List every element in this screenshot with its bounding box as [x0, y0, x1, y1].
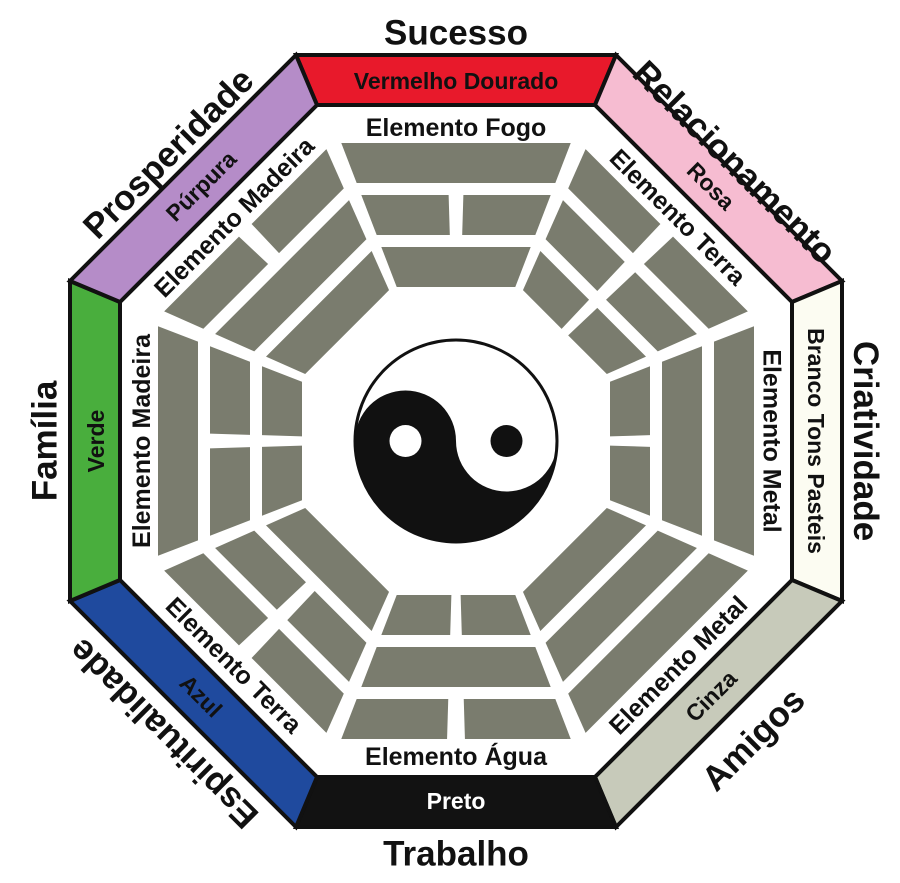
- trigram-line: [568, 149, 661, 254]
- trigram-sucesso: [341, 143, 571, 287]
- trigram-line: [251, 628, 344, 733]
- element-label-sucesso: Elemento Fogo: [366, 114, 547, 142]
- trigram-line: [568, 553, 748, 733]
- area-label-familia: Família: [25, 380, 64, 501]
- trigram-line: [361, 195, 450, 235]
- trigram-line: [545, 530, 697, 682]
- trigram-line: [164, 236, 269, 329]
- element-label-criatividade: Elemento Metal: [757, 349, 785, 532]
- trigram-line: [606, 272, 697, 352]
- trigram-line: [545, 200, 625, 291]
- trigram-line: [341, 699, 449, 739]
- yin-yang-icon: [353, 338, 559, 544]
- trigram-line: [381, 247, 531, 287]
- trigrams: [158, 143, 754, 739]
- trigram-line: [460, 595, 531, 635]
- trigram-line: [610, 445, 650, 516]
- trigram-line: [463, 699, 571, 739]
- trigram-line: [714, 326, 754, 556]
- band-label-criatividade: Branco Tons Pasteis: [803, 328, 829, 554]
- trigram-line: [662, 346, 702, 536]
- area-label-sucesso: Sucesso: [384, 13, 528, 52]
- trigram-line: [568, 307, 646, 375]
- trigram-line: [266, 251, 390, 375]
- trigram-line: [215, 200, 367, 352]
- trigram-line: [210, 346, 250, 435]
- trigram-familia: [158, 326, 302, 556]
- trigram-line: [462, 195, 551, 235]
- yang-dot: [389, 425, 422, 457]
- element-label-familia: Elemento Madeira: [128, 333, 156, 548]
- trigram-espiritualidade: [164, 507, 390, 733]
- band-prosperidade: [66, 51, 320, 305]
- trigram-line: [158, 326, 198, 556]
- band-label-familia: Verde: [83, 410, 109, 473]
- trigram-line: [643, 236, 748, 329]
- band-label-trabalho: Preto: [427, 788, 486, 814]
- trigram-line: [262, 366, 302, 437]
- trigram-amigos: [522, 507, 748, 733]
- trigram-line: [361, 647, 551, 687]
- trigram-line: [522, 507, 646, 631]
- trigram-line: [610, 366, 650, 437]
- trigram-line: [210, 447, 250, 536]
- trigram-line: [287, 591, 367, 682]
- yin-dot: [490, 425, 523, 457]
- trigram-line: [164, 553, 269, 646]
- trigram-line: [215, 530, 306, 610]
- trigram-criatividade: [610, 326, 754, 556]
- band-label-sucesso: Vermelho Dourado: [354, 68, 558, 94]
- trigram-trabalho: [341, 595, 571, 739]
- trigram-line: [381, 595, 452, 635]
- area-label-trabalho: Trabalho: [383, 834, 529, 873]
- trigram-relacionamento: [522, 149, 748, 375]
- trigram-line: [522, 251, 590, 329]
- element-label-trabalho: Elemento Água: [365, 742, 548, 771]
- trigram-line: [341, 143, 571, 183]
- trigram-prosperidade: [164, 149, 390, 375]
- area-label-criatividade: Criatividade: [846, 341, 885, 541]
- octagon-bands: [66, 51, 846, 831]
- trigram-line: [262, 445, 302, 516]
- trigram-line: [251, 149, 344, 254]
- trigram-line: [266, 507, 390, 631]
